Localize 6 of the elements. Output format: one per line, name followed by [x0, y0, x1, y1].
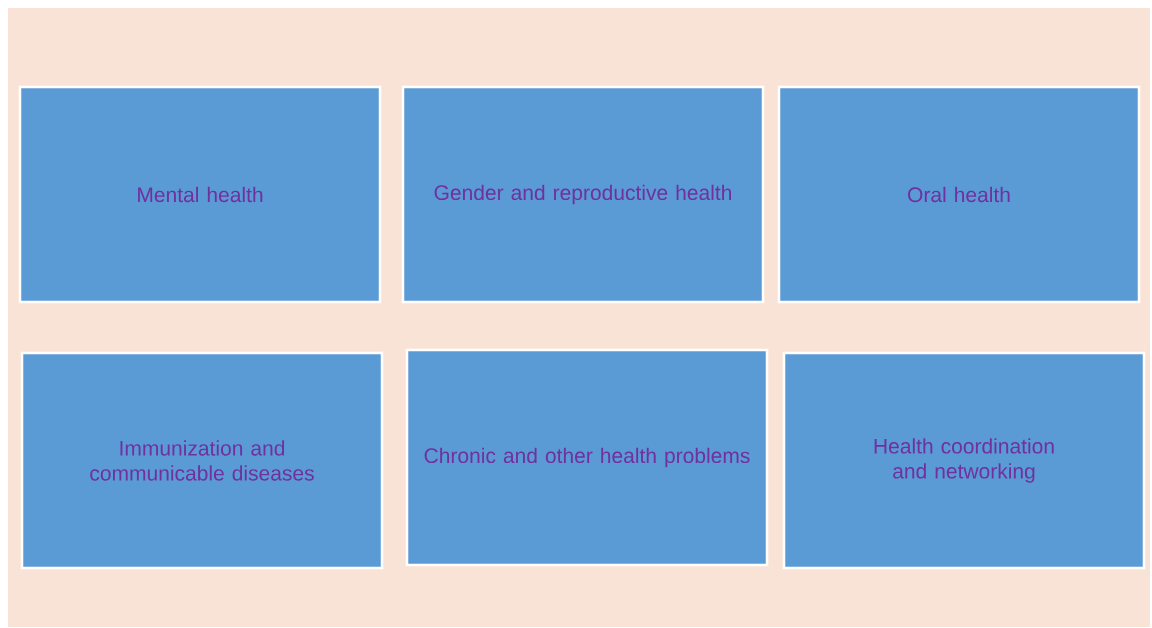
- topic-box: Oral health: [777, 85, 1141, 304]
- topic-box: Gender and reproductive health: [401, 85, 765, 304]
- topic-box: Health coordination and networking: [782, 351, 1146, 570]
- topic-box: Immunization and communicable diseases: [20, 351, 384, 570]
- topic-box: Mental health: [18, 85, 382, 304]
- topic-box: Chronic and other health problems: [405, 348, 769, 567]
